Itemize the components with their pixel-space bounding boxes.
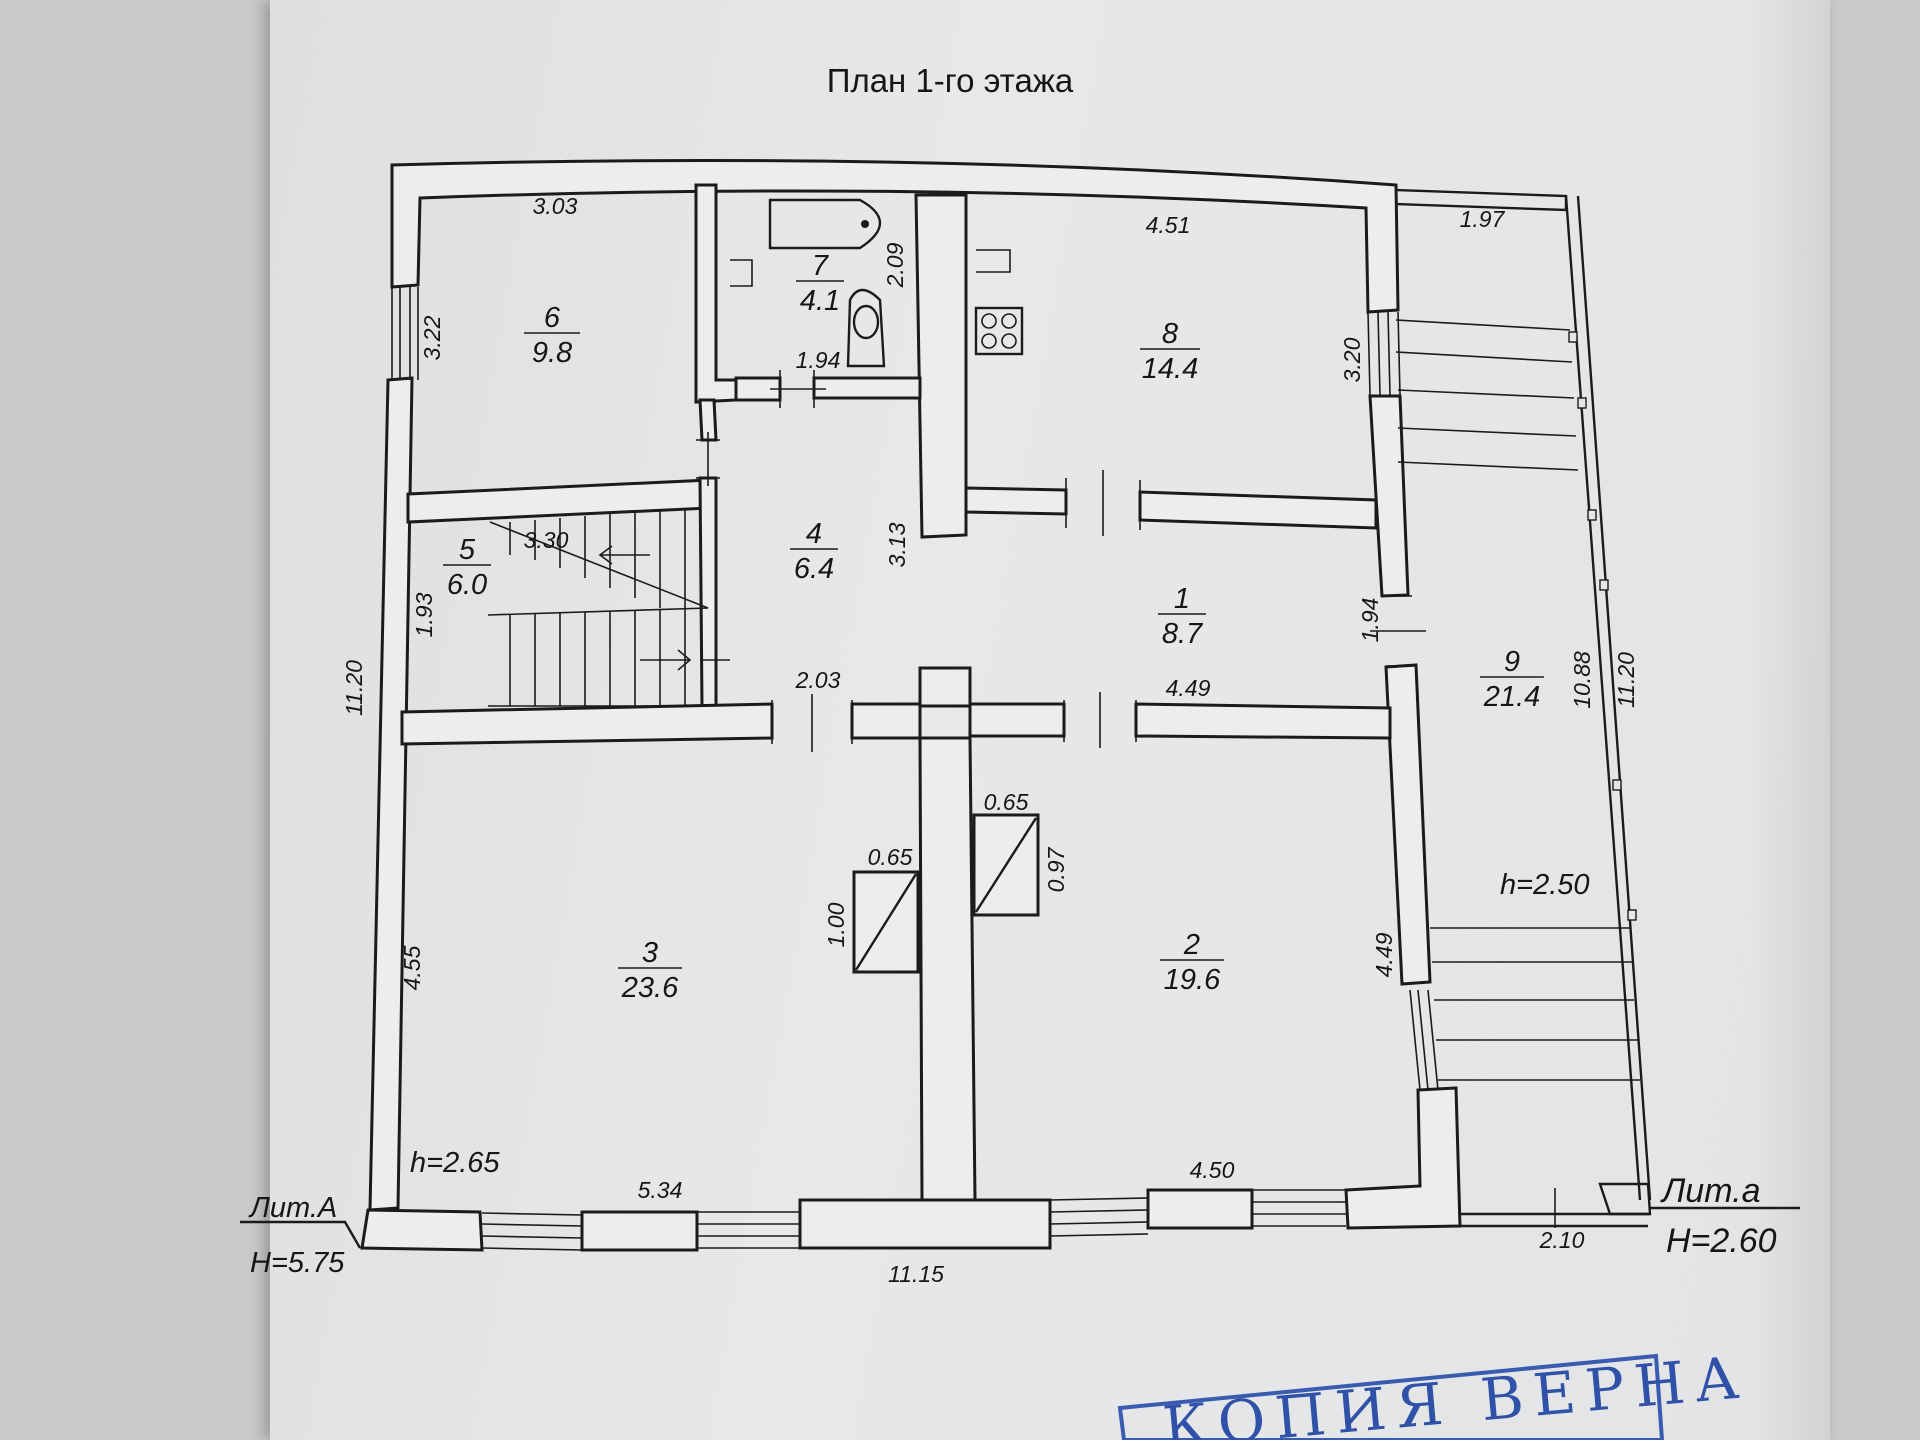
dim-5-34: 5.34 (638, 1177, 683, 1203)
interior-walls (400, 183, 1432, 1202)
dim-3-13: 3.13 (884, 522, 910, 567)
bathtub-icon (768, 198, 881, 250)
svg-text:6.4: 6.4 (794, 553, 834, 585)
window-pier-1 (580, 1210, 699, 1252)
dim-2-09: 2.09 (882, 242, 908, 288)
dim-0-65-a: 0.65 (868, 844, 913, 870)
room-6-label: 6 9.8 (524, 302, 580, 369)
svg-text:2: 2 (1183, 929, 1200, 961)
dim-1-94-top: 1.94 (796, 347, 841, 373)
lit-a-main: Лит.А (248, 1192, 337, 1224)
room-4-label: 4 6.4 (790, 518, 838, 585)
lit-a-main-height: H=5.75 (250, 1247, 345, 1279)
kitchen-sink-icon (976, 249, 1011, 273)
dim-2-10: 2.10 (1539, 1227, 1585, 1253)
outer-walls (360, 159, 1462, 1252)
svg-text:8.7: 8.7 (1162, 618, 1204, 650)
svg-text:1: 1 (1174, 583, 1190, 615)
door-markers (696, 370, 1426, 752)
height-main: h=2.65 (410, 1147, 500, 1179)
dim-0-65-b: 0.65 (984, 789, 1029, 815)
svg-text:7: 7 (812, 250, 830, 282)
room-1-label: 1 8.7 (1158, 583, 1206, 650)
lit-a-annex-height: H=2.60 (1666, 1222, 1777, 1260)
dim-11-20-right: 11.20 (1613, 652, 1639, 708)
dim-4-50: 4.50 (1190, 1157, 1235, 1183)
lit-a-annex: Лит.а (1660, 1172, 1761, 1210)
window-pier-3 (1146, 1188, 1254, 1230)
dim-1-93: 1.93 (411, 592, 437, 637)
window-pier-2 (798, 1198, 1052, 1250)
paper-edge-shadow (1750, 0, 1830, 1440)
height-labels: h=2.65 h=2.50 Лит.А H=5.75 Лит.а H=2.60 (248, 869, 1777, 1279)
sink-icon (730, 259, 753, 287)
bath-fixtures (730, 198, 1024, 368)
svg-text:9: 9 (1504, 646, 1520, 678)
copy-stamp: КОПИЯ ВЕРНА (1117, 1343, 1751, 1440)
svg-text:14.4: 14.4 (1142, 353, 1198, 385)
dim-2-03: 2.03 (795, 667, 841, 693)
svg-text:19.6: 19.6 (1164, 964, 1221, 996)
svg-text:6: 6 (544, 302, 561, 334)
dim-0-97: 0.97 (1043, 846, 1069, 892)
svg-text:4.1: 4.1 (800, 285, 840, 317)
svg-text:3: 3 (642, 937, 658, 969)
room-7-label: 7 4.1 (796, 250, 844, 317)
dim-1-00: 1.00 (823, 902, 849, 947)
room-9-label: 9 21.4 (1480, 646, 1544, 713)
dim-4-55: 4.55 (399, 945, 425, 990)
svg-text:9.8: 9.8 (532, 337, 572, 369)
height-annex: h=2.50 (1500, 869, 1590, 901)
dim-3-22: 3.22 (419, 315, 445, 360)
dimension-labels: 3.03 4.51 1.97 1.94 3.30 2.03 4.49 0.65 … (341, 193, 1639, 1287)
dim-3-30: 3.30 (524, 527, 569, 553)
room-2-label: 2 19.6 (1160, 929, 1224, 996)
svg-text:21.4: 21.4 (1483, 681, 1540, 713)
dim-11-20-left: 11.20 (341, 660, 367, 716)
plan-title: План 1-го этажа (827, 62, 1074, 99)
toilet-icon (846, 288, 886, 368)
dim-3-03: 3.03 (533, 193, 578, 219)
room-3-label: 3 23.6 (618, 937, 682, 1004)
annex-veranda (1395, 188, 1652, 1228)
svg-text:6.0: 6.0 (447, 569, 487, 601)
dim-4-49-right: 4.49 (1371, 932, 1397, 977)
windows (391, 287, 1439, 1252)
svg-text:23.6: 23.6 (621, 972, 679, 1004)
stove-hob-icon (974, 306, 1024, 356)
dim-1-97: 1.97 (1460, 206, 1506, 232)
svg-text:8: 8 (1162, 318, 1178, 350)
room-8-label: 8 14.4 (1140, 318, 1200, 385)
dim-4-49-top: 4.49 (1166, 675, 1211, 701)
lit-a-leader (240, 1220, 362, 1249)
dim-1-94-right: 1.94 (1357, 598, 1383, 643)
svg-text:4: 4 (806, 518, 822, 550)
dim-3-20: 3.20 (1339, 337, 1365, 382)
dim-4-51: 4.51 (1146, 212, 1191, 238)
dim-10-88: 10.88 (1569, 651, 1595, 709)
svg-text:5: 5 (459, 534, 476, 566)
dim-11-15: 11.15 (888, 1261, 944, 1287)
room-5-label: 5 6.0 (443, 534, 491, 601)
room-labels: 6 9.8 7 4.1 8 14.4 4 6.4 5 (443, 250, 1544, 1004)
staircase (487, 508, 709, 707)
